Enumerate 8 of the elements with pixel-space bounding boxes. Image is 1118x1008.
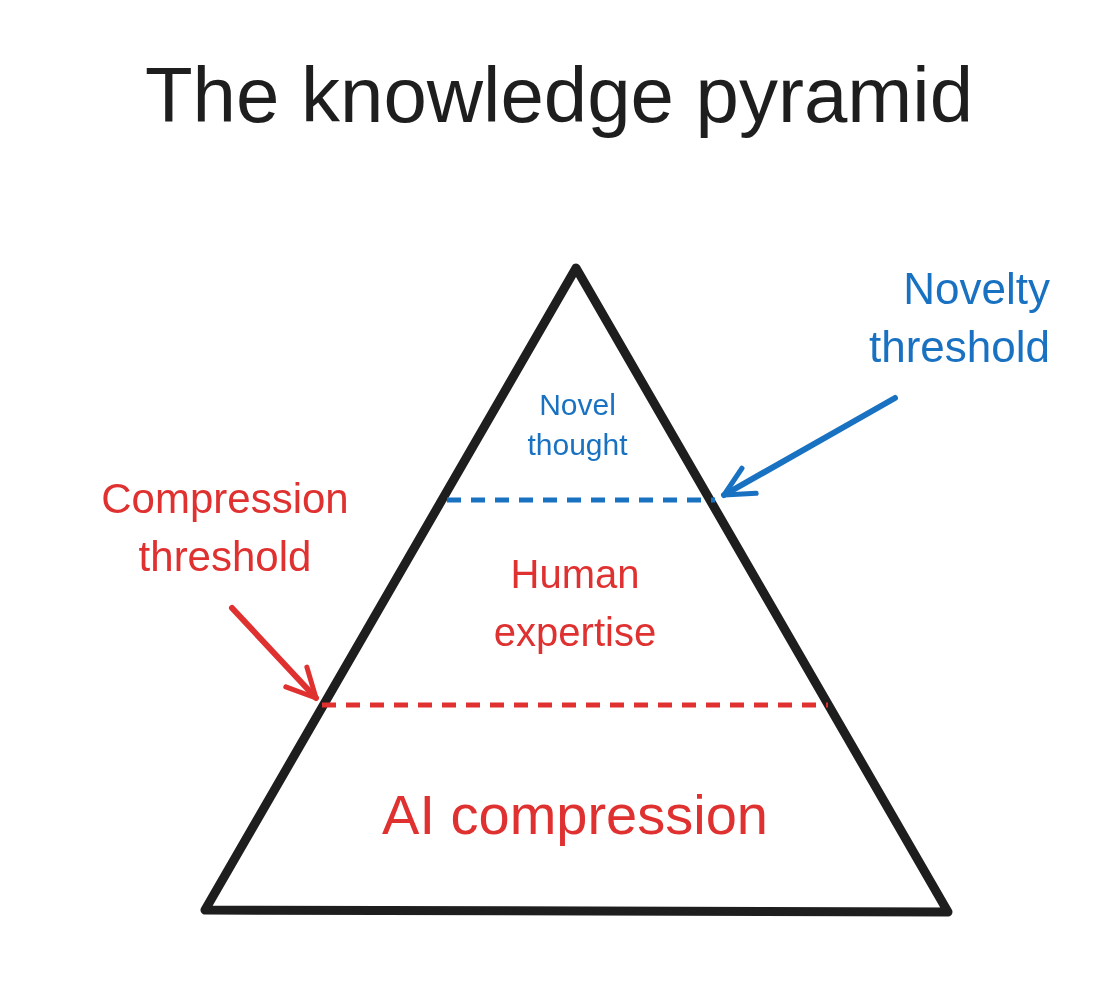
arrow xyxy=(721,395,898,498)
callout-label: Novelty threshold xyxy=(868,262,1050,373)
region-label: Novel thought xyxy=(526,387,629,463)
title: The knowledge pyramid xyxy=(143,50,975,141)
region-label: AI compression xyxy=(381,782,769,848)
region-label: Human expertise xyxy=(492,550,658,656)
callout-label: Compression threshold xyxy=(100,473,350,582)
arrow xyxy=(229,605,319,701)
